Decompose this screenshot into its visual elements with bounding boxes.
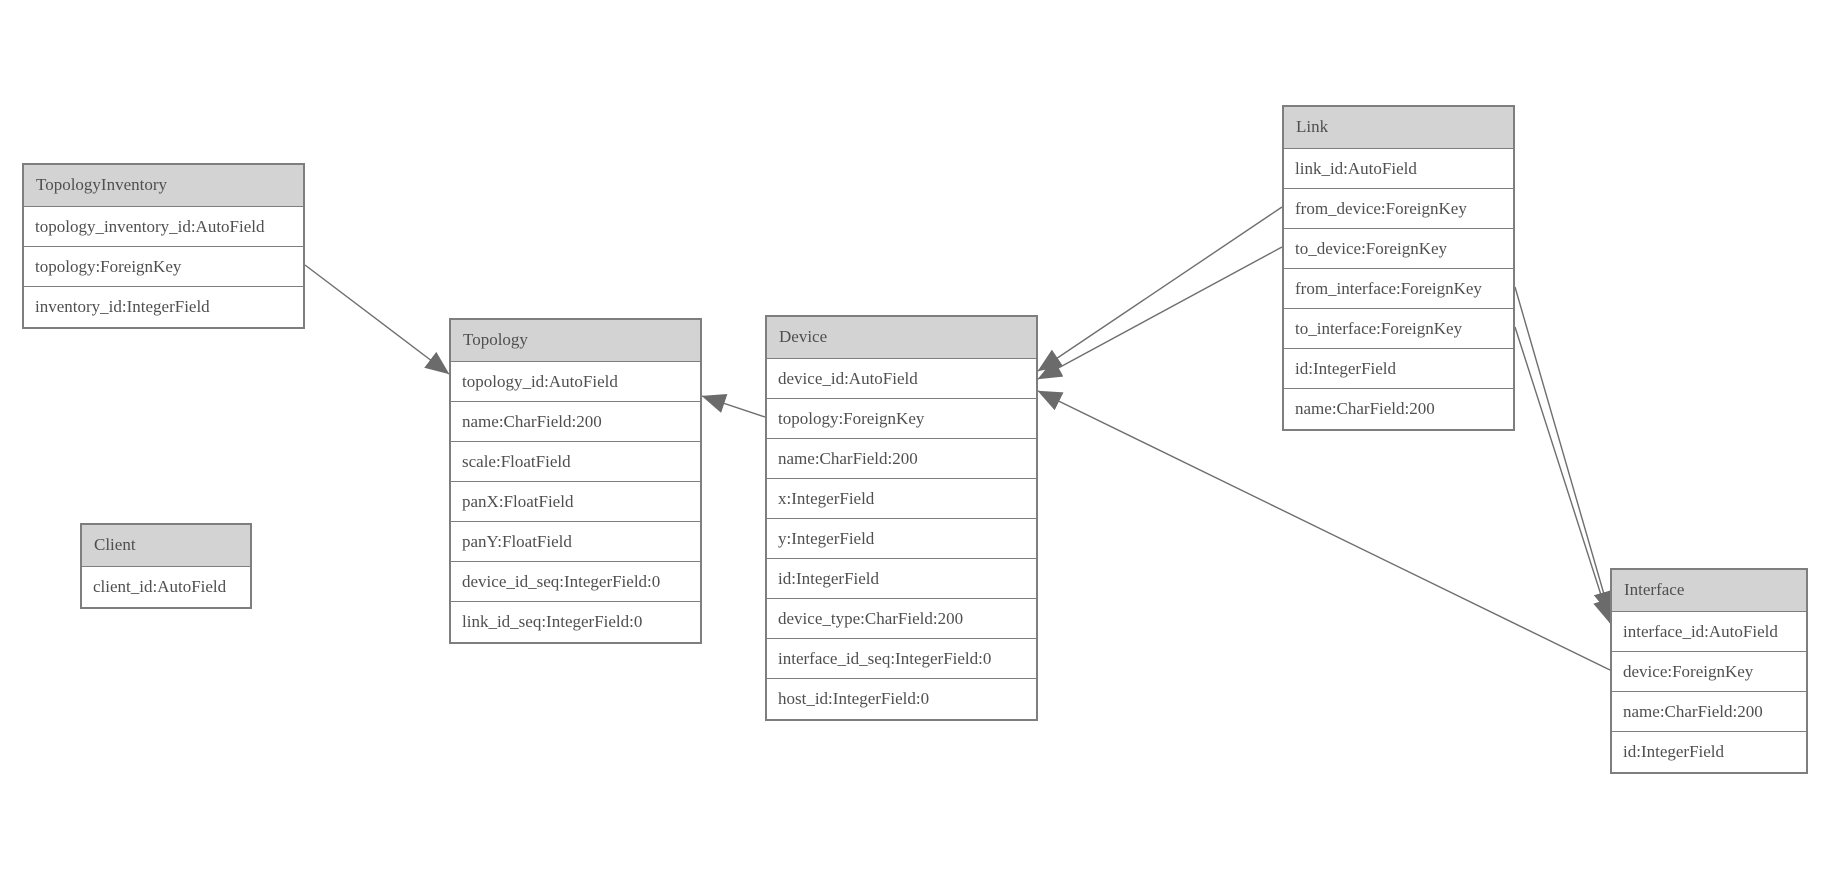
field-id: id:IntegerField <box>1623 742 1725 761</box>
field-client_id: client_id:AutoField <box>93 577 227 596</box>
field-interface_id_seq: interface_id_seq:IntegerField:0 <box>767 639 1036 679</box>
field-device_type: device_type:CharField:200 <box>767 599 1036 639</box>
field-to_device: to_device:ForeignKey <box>1284 229 1513 269</box>
field-topology_id: topology_id:AutoField <box>451 362 700 402</box>
field-y: y:IntegerField <box>767 519 1036 559</box>
field-from_device: from_device:ForeignKey <box>1284 189 1513 229</box>
field-to_interface: to_interface:ForeignKey <box>1284 309 1513 349</box>
entity-field-list: client_id:AutoField <box>82 567 250 607</box>
entity-title: Topology <box>451 320 700 362</box>
field-device_id_seq: device_id_seq:IntegerField:0 <box>451 562 700 602</box>
field-name: name:CharField:200 <box>767 439 1036 479</box>
field-inventory_id: inventory_id:IntegerField <box>35 297 210 316</box>
field-device: device:ForeignKey <box>1612 652 1806 692</box>
entity-title: Client <box>82 525 250 567</box>
relation-topologyinventory-topology <box>304 264 450 375</box>
field-topology_inventory_id: topology_inventory_id:AutoField <box>24 207 303 247</box>
relation-device-topology <box>701 393 766 418</box>
entity-client: Client client_id:AutoField <box>80 523 252 609</box>
field-device_id: device_id:AutoField <box>767 359 1036 399</box>
relation-link-from_interface <box>1514 286 1614 616</box>
field-scale: scale:FloatField <box>451 442 700 482</box>
field-panY: panY:FloatField <box>451 522 700 562</box>
entity-title: TopologyInventory <box>24 165 303 207</box>
entity-topologyinventory: TopologyInventory topology_inventory_id:… <box>22 163 305 329</box>
field-id: id:IntegerField <box>767 559 1036 599</box>
relation-link-to_device <box>1037 246 1283 380</box>
field-x: x:IntegerField <box>767 479 1036 519</box>
entity-title: Interface <box>1612 570 1806 612</box>
entity-title: Device <box>767 317 1036 359</box>
field-host_id: host_id:IntegerField:0 <box>778 689 930 708</box>
relation-link-from_device <box>1037 206 1283 372</box>
relation-link-to_interface <box>1514 326 1613 624</box>
field-from_interface: from_interface:ForeignKey <box>1284 269 1513 309</box>
field-link_id_seq: link_id_seq:IntegerField:0 <box>462 612 643 631</box>
field-link_id: link_id:AutoField <box>1284 149 1513 189</box>
field-interface_id: interface_id:AutoField <box>1612 612 1806 652</box>
field-name: name:CharField:200 <box>1295 399 1435 418</box>
field-name: name:CharField:200 <box>451 402 700 442</box>
field-name: name:CharField:200 <box>1612 692 1806 732</box>
field-panX: panX:FloatField <box>451 482 700 522</box>
field-topology: topology:ForeignKey <box>24 247 303 287</box>
relation-interface-device <box>1037 390 1611 671</box>
field-topology: topology:ForeignKey <box>767 399 1036 439</box>
field-id: id:IntegerField <box>1284 349 1513 389</box>
entity-title: Link <box>1284 107 1513 149</box>
